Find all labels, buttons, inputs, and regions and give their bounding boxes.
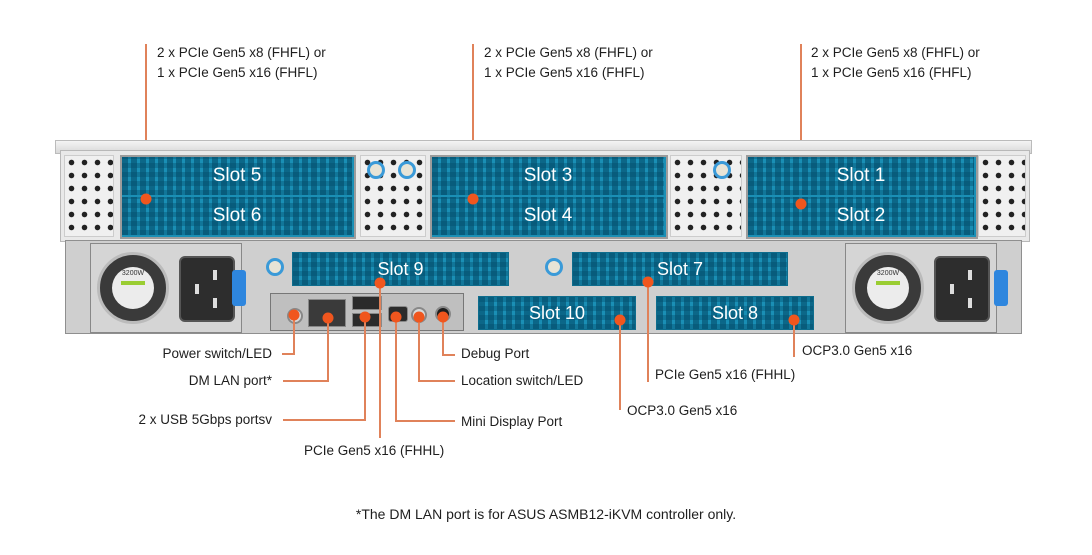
leader-line — [364, 317, 366, 420]
label-line: 2 x PCIe Gen5 x8 (FHFL) or — [811, 45, 980, 60]
slot-3[interactable]: Slot 3 — [432, 157, 664, 195]
label-debug-port: Debug Port — [461, 346, 530, 361]
vent-grille — [360, 155, 426, 237]
slot-8[interactable]: Slot 8 — [656, 296, 814, 330]
leader-line — [619, 320, 621, 410]
slot-label: Slot 1 — [836, 165, 886, 186]
riser-slot-3-4: Slot 3 Slot 4 — [430, 155, 668, 239]
callout-marker — [413, 311, 425, 323]
leader-line-slots-3-4 — [472, 44, 474, 199]
label-mini-display-port: Mini Display Port — [461, 414, 563, 429]
top-label-slots-3-4: 2 x PCIe Gen5 x8 (FHFL) or 1 x PCIe Gen5… — [484, 43, 653, 83]
slot-5[interactable]: Slot 5 — [122, 157, 352, 195]
leader-line — [647, 282, 649, 382]
label-ocp-slot10: OCP3.0 Gen5 x16 — [627, 403, 738, 418]
label-line: 2 x PCIe Gen5 x8 (FHFL) or — [484, 45, 653, 60]
psu-fan-icon: 3200W — [97, 252, 169, 324]
thumbscrew-icon[interactable] — [398, 161, 416, 179]
slot-label: Slot 5 — [212, 165, 262, 186]
thumbscrew-icon[interactable] — [713, 161, 731, 179]
riser-slot-5-6: Slot 5 Slot 6 — [120, 155, 356, 239]
usb-port-upper[interactable] — [352, 296, 382, 310]
leader-line — [379, 283, 381, 438]
power-inlet-icon — [934, 256, 990, 322]
leader-line — [442, 317, 444, 355]
psu-fan-icon: 3200W — [852, 252, 924, 324]
leader-line — [395, 317, 397, 421]
slot-10[interactable]: Slot 10 — [478, 296, 636, 330]
callout-marker — [467, 193, 479, 205]
leader-line — [293, 315, 295, 354]
slot-7[interactable]: Slot 7 — [572, 252, 788, 286]
callout-marker — [788, 314, 800, 326]
callout-marker — [374, 277, 386, 289]
fan-hub: 3200W — [867, 267, 909, 309]
callout-marker — [140, 193, 152, 205]
slot-label: Slot 9 — [377, 258, 424, 279]
leader-line — [283, 380, 329, 382]
leader-line — [418, 380, 455, 382]
label-line: 1 x PCIe Gen5 x16 (FHFL) — [484, 65, 645, 80]
psu-rating: 3200W — [121, 270, 145, 277]
slot-9[interactable]: Slot 9 — [292, 252, 509, 286]
thumbscrew-icon[interactable] — [266, 258, 284, 276]
slot-label: Slot 2 — [836, 205, 886, 226]
slot-2[interactable]: Slot 2 — [748, 197, 974, 235]
callout-marker — [614, 314, 626, 326]
power-inlet-icon — [179, 256, 235, 322]
callout-marker — [390, 311, 402, 323]
thumbscrew-icon[interactable] — [367, 161, 385, 179]
leader-line — [418, 317, 420, 381]
leader-line — [283, 419, 366, 421]
callout-marker — [359, 311, 371, 323]
leader-line — [282, 353, 295, 355]
label-dm-lan-port: DM LAN port* — [188, 373, 272, 388]
label-pcie-slot9: PCIe Gen5 x16 (FHHL) — [304, 443, 445, 458]
top-label-slots-1-2: 2 x PCIe Gen5 x8 (FHFL) or 1 x PCIe Gen5… — [811, 43, 980, 83]
riser-slot-1-2: Slot 1 Slot 2 — [746, 155, 978, 239]
callout-marker — [322, 312, 334, 324]
psu-release-latch[interactable] — [994, 270, 1008, 306]
leader-line — [395, 420, 455, 422]
leader-line — [327, 318, 329, 381]
label-usb-ports: 2 x USB 5Gbps portsv — [138, 412, 272, 427]
leader-line-slots-5-6 — [145, 44, 147, 199]
slot-label: Slot 4 — [523, 205, 573, 226]
slot-1[interactable]: Slot 1 — [748, 157, 974, 195]
leader-line — [442, 354, 455, 356]
leader-line — [793, 320, 795, 357]
thumbscrew-icon[interactable] — [545, 258, 563, 276]
label-power-switch: Power switch/LED — [162, 346, 272, 361]
slot-6[interactable]: Slot 6 — [122, 197, 352, 235]
callout-marker — [437, 311, 449, 323]
top-label-slots-5-6: 2 x PCIe Gen5 x8 (FHFL) or 1 x PCIe Gen5… — [157, 43, 326, 83]
callout-marker — [642, 276, 654, 288]
vent-grille — [670, 155, 742, 237]
callout-marker — [795, 198, 807, 210]
label-line: 1 x PCIe Gen5 x16 (FHFL) — [811, 65, 972, 80]
slot-label: Slot 3 — [523, 165, 573, 186]
label-ocp-slot8: OCP3.0 Gen5 x16 — [802, 343, 913, 358]
vent-grille — [64, 155, 114, 237]
slot-label: Slot 6 — [212, 205, 262, 226]
leader-line-slots-1-2 — [800, 44, 802, 204]
callout-marker — [288, 309, 300, 321]
footnote: *The DM LAN port is for ASUS ASMB12-iKVM… — [355, 506, 737, 522]
psu-release-latch[interactable] — [232, 270, 246, 306]
label-pcie-slot7: PCIe Gen5 x16 (FHHL) — [655, 367, 796, 382]
power-supply-right: 3200W — [845, 243, 997, 333]
fan-hub: 3200W — [112, 267, 154, 309]
power-supply-left: 3200W — [90, 243, 242, 333]
label-location-switch: Location switch/LED — [461, 373, 584, 388]
slot-label: Slot 8 — [711, 302, 759, 323]
vent-grille — [978, 155, 1026, 237]
psu-rating: 3200W — [876, 270, 900, 277]
label-line: 1 x PCIe Gen5 x16 (FHFL) — [157, 65, 318, 80]
slot-4[interactable]: Slot 4 — [432, 197, 664, 235]
label-line: 2 x PCIe Gen5 x8 (FHFL) or — [157, 45, 326, 60]
slot-label: Slot 10 — [528, 302, 586, 323]
slot-label: Slot 7 — [656, 258, 704, 279]
